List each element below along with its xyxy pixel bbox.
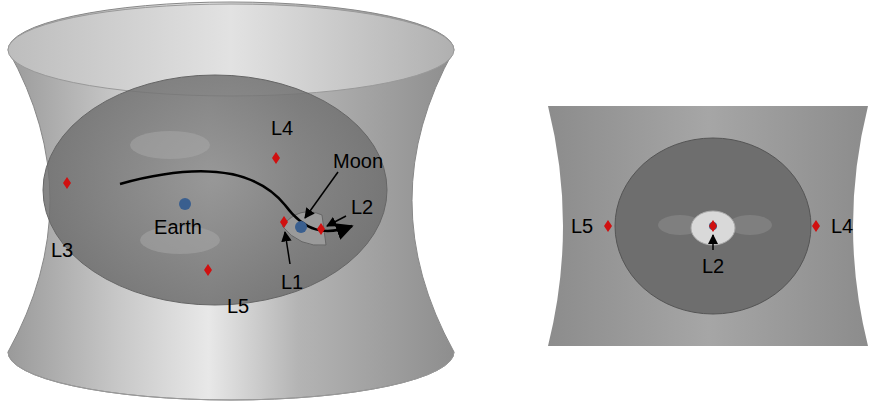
bottom-rim [8,352,454,400]
leader-line [327,216,346,226]
body-label: Earth [154,217,202,237]
lagrange-point [272,152,280,164]
lagrange-point [280,216,288,228]
lagrange-label: L5 [571,216,593,236]
side-view-sphere [615,138,811,314]
side-view-surface [548,106,868,346]
hourglass-surface [8,2,454,400]
leader-line [712,235,714,250]
lagrange-label: L1 [281,272,303,292]
lagrange-point [317,223,325,235]
lagrange-point [604,220,612,232]
leader-line [285,232,290,264]
lagrange-label: L2 [702,256,724,276]
lagrange-label: L4 [271,118,293,138]
body-label: Moon [333,151,383,171]
lagrange-label: L2 [351,197,373,217]
earth-region-sphere [43,75,387,305]
earth-dot [179,198,191,210]
lagrange-label: L3 [51,240,73,260]
highlight [130,131,210,159]
lagrange-label: L5 [227,296,249,316]
lagrange-point [709,220,717,232]
lagrange-label: L4 [831,216,853,236]
moon-dot [295,221,307,233]
moon-region [282,212,326,246]
lagrange-point [63,177,71,189]
lagrange-point [204,264,212,276]
leader-line [305,172,338,218]
lagrange-point [812,220,820,232]
